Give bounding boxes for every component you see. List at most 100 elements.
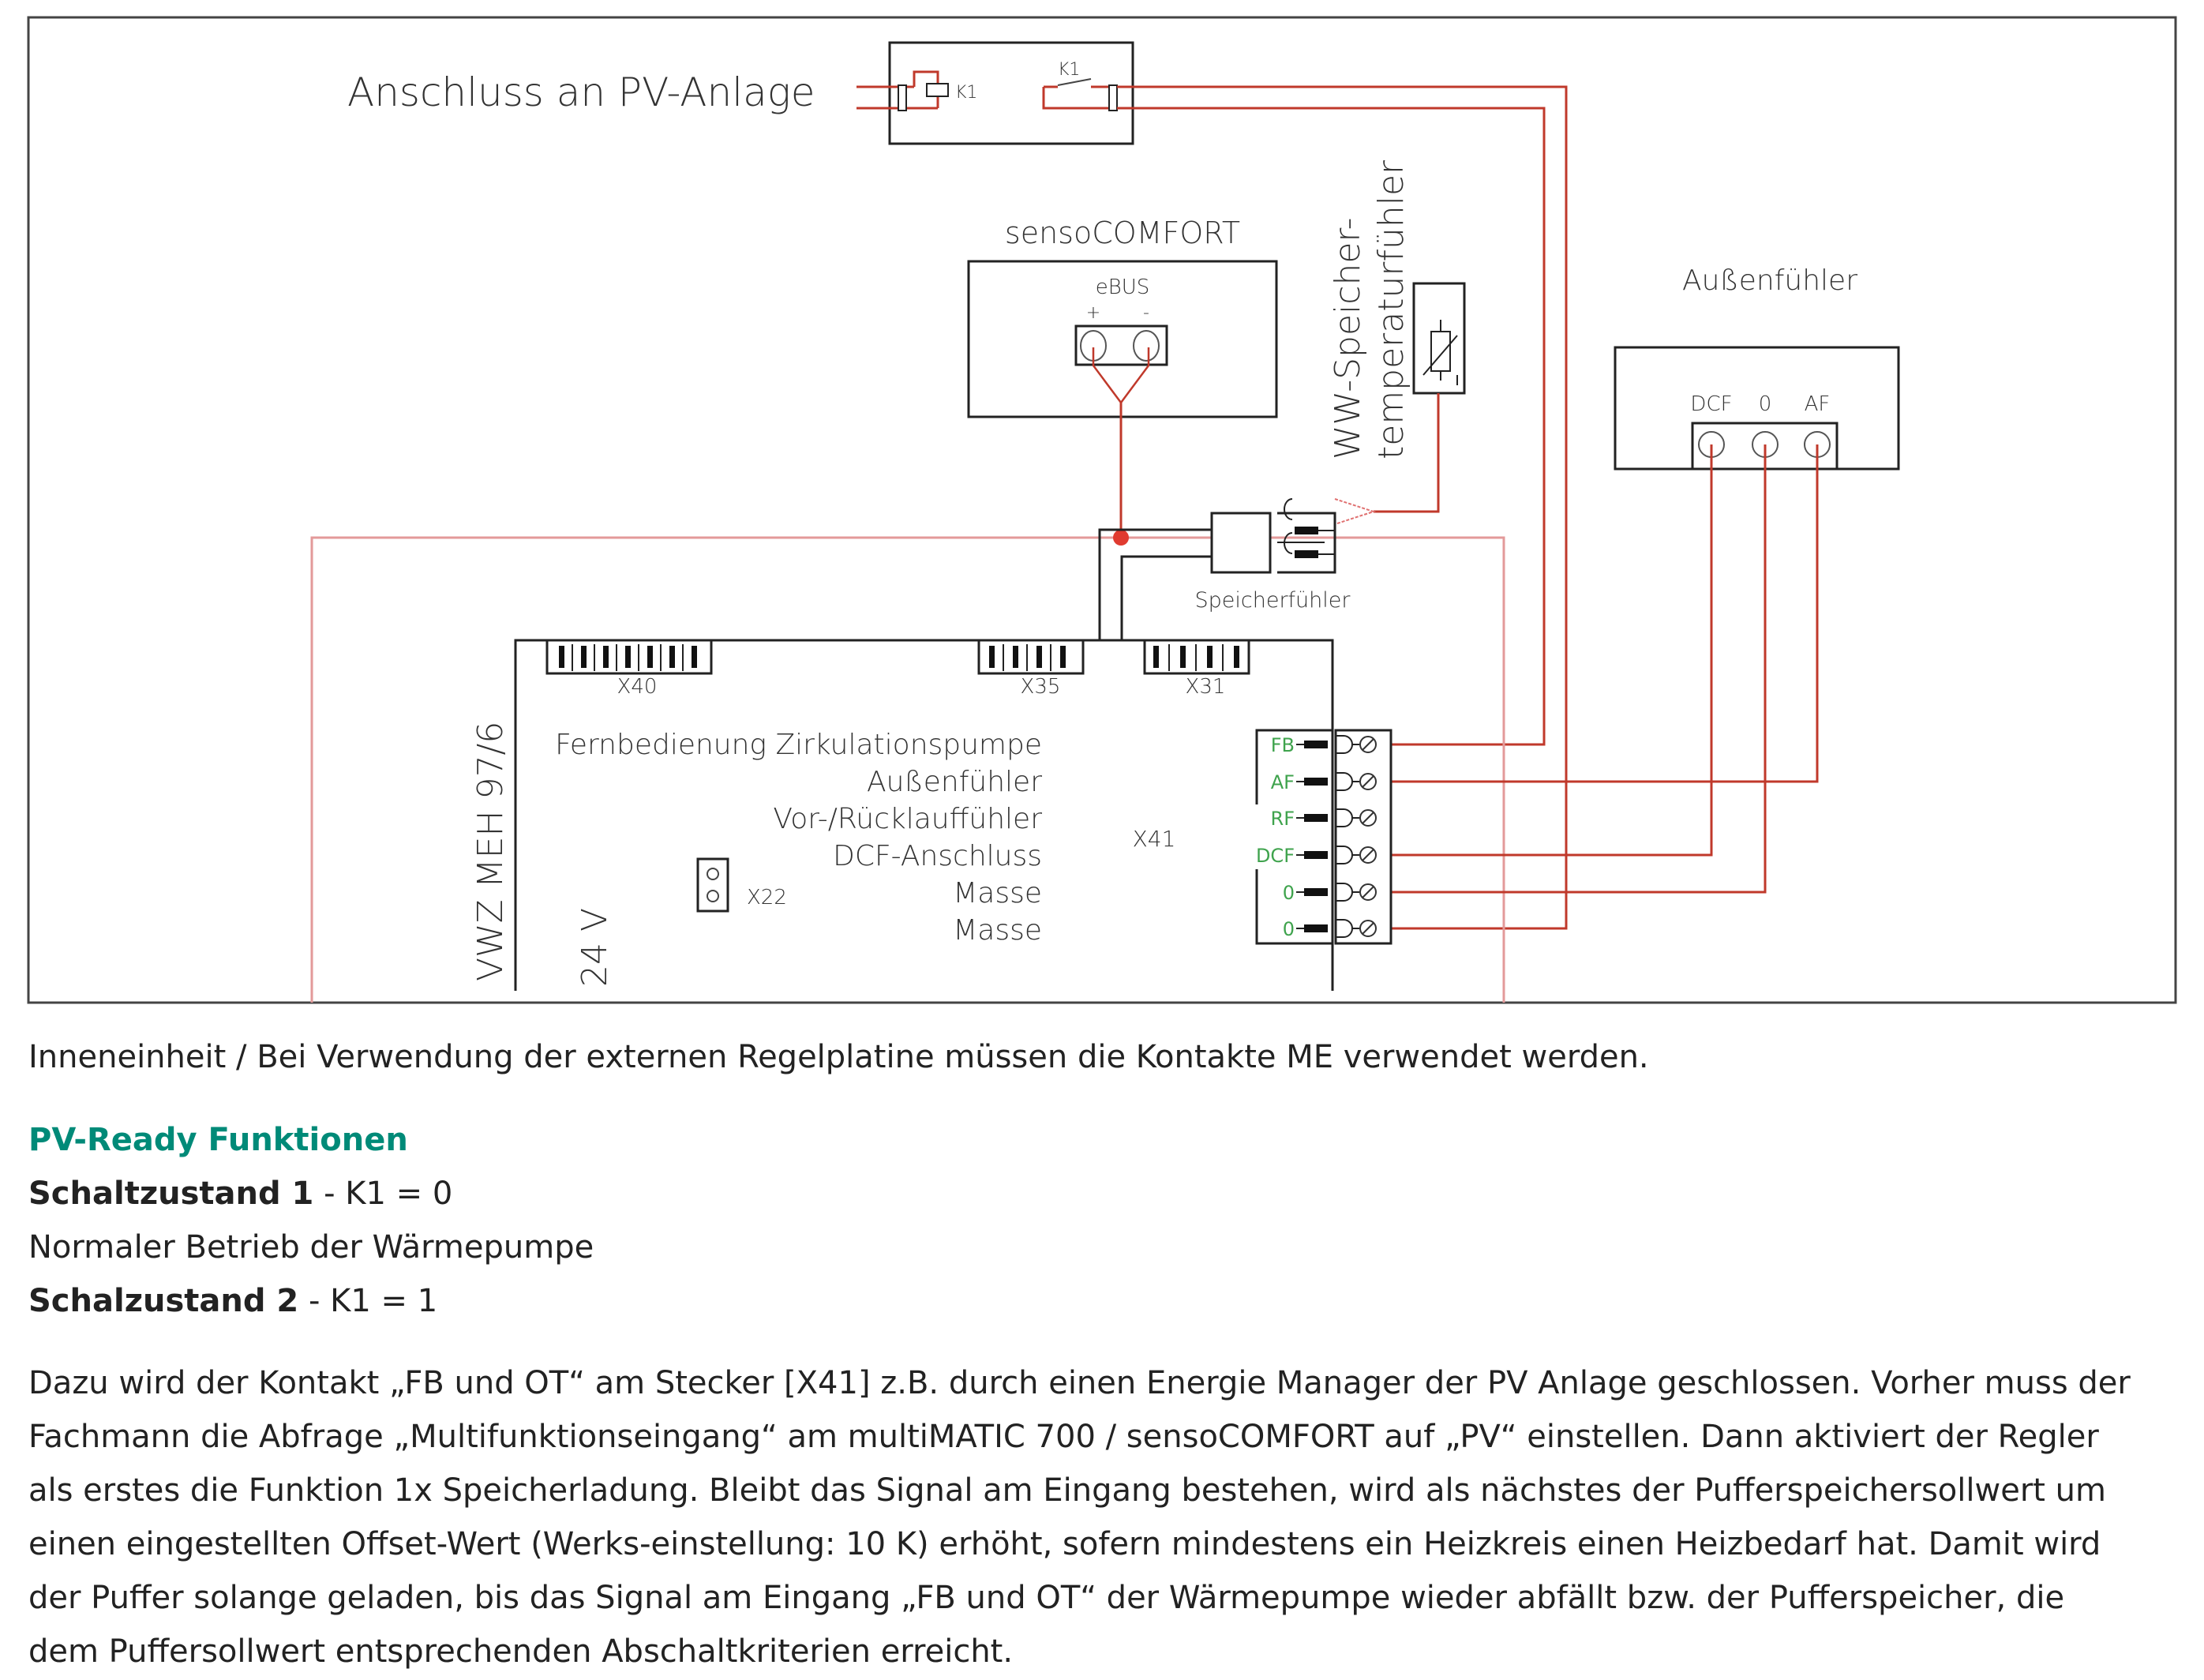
paragraph-line: einen eingestellten Offset-Wert (Werks-e… (28, 1526, 2101, 1562)
screw-icon (1359, 920, 1377, 937)
board-voltage-label: 24 V (575, 908, 615, 987)
control-board: X40 X35 X31 VWZ MEH 97/6 24 V Fernbedien… (470, 639, 1392, 991)
x41-terminal-af: AF (1271, 771, 1377, 793)
wiring-diagram: Anschluss an PV-Anlage K1 K1 sensoCOMFOR… (27, 16, 2177, 1004)
outdoor-terminal-label-af: AF (1805, 392, 1831, 416)
state-1-label: Schaltzustand 1 (28, 1176, 314, 1212)
switch-states: Schaltzustand 1 - K1 = 0 Normaler Betrie… (28, 1167, 2176, 1328)
paragraph-line: der Puffer solange geladen, bis das Sign… (28, 1580, 2065, 1616)
wire-fb (1117, 107, 1546, 746)
diagram-frame (27, 16, 2177, 1004)
thermistor-icon (1430, 331, 1451, 372)
wire-ground-1 (1391, 444, 1767, 894)
x41-terminal-fb: FB (1271, 734, 1377, 756)
section-heading: PV-Ready Funktionen (28, 1122, 408, 1158)
wire-storage-sensor-2 (1120, 555, 1212, 640)
junction-dot (1113, 530, 1129, 546)
outdoor-sensor: Außenfühler DCF 0 AF (1614, 264, 1900, 471)
outdoor-sensor-title: Außenfühler (1682, 264, 1857, 297)
function-label-ground-2: Masse (953, 914, 1042, 947)
connector-x35: X35 (977, 639, 1085, 699)
svg-text:X31: X31 (1186, 675, 1226, 699)
connector-pin (1207, 646, 1213, 668)
wire-storage-sensor-1 (1098, 528, 1212, 640)
connector-pin (1013, 646, 1018, 668)
x41-terminal-label: RF (1271, 808, 1295, 830)
screw-icon (1359, 846, 1377, 864)
screw-icon (1359, 809, 1377, 827)
connector-pin (1234, 646, 1239, 668)
ww-sensor-label-2: temperaturfühler (1371, 159, 1411, 459)
connector-pin (669, 646, 675, 668)
x41-terminal-dcf: DCF (1256, 845, 1377, 867)
x41-terminal-label: 0 (1283, 882, 1295, 904)
x41-terminal-label: DCF (1256, 845, 1295, 867)
connector-pin (1153, 646, 1159, 668)
function-label-ground-1: Masse (953, 877, 1042, 909)
screw-icon (1359, 883, 1377, 901)
screw-icon (1359, 773, 1377, 790)
connector-x22: X22 (696, 857, 787, 913)
state-2-value: - K1 = 1 (298, 1283, 438, 1319)
board-model-label: VWZ MEH 97/6 (470, 722, 511, 981)
connector-pin (989, 646, 995, 668)
wire-dcf (1391, 444, 1713, 857)
svg-text:X22: X22 (747, 886, 787, 909)
wire-ebus-bus (310, 536, 1505, 1003)
x41-terminal-label: FB (1271, 734, 1295, 756)
relay-contact-label: K1 (1058, 60, 1080, 80)
function-label-af: Außenfühler (867, 766, 1042, 798)
wire-ww-sensor (1374, 393, 1440, 513)
relay-switch-icon (1057, 78, 1092, 86)
paragraph-line: Dazu wird der Kontakt „FB und OT“ am Ste… (28, 1365, 2131, 1401)
paragraph-line: Fachmann die Abfrage „Multifunktionseing… (28, 1419, 2099, 1455)
figure-caption: Inneneinheit / Bei Verwendung der extern… (28, 1039, 1649, 1075)
function-label-fb: Fernbedienung Zirkulationspumpe (555, 729, 1042, 761)
x41-terminal-rf: RF (1271, 808, 1377, 830)
paragraph-line: als erstes die Funktion 1x Speicherladun… (28, 1472, 2106, 1509)
connector-pin (559, 646, 564, 668)
wire-af (1391, 444, 1819, 783)
x41-terminal-0: 0 (1283, 918, 1377, 940)
state-1: Schaltzustand 1 - K1 = 0 (28, 1167, 2176, 1221)
senso-comfort: sensoCOMFORT eBUS + - (967, 216, 1278, 418)
x41-terminal-0: 0 (1283, 882, 1377, 904)
connector-pin (581, 646, 587, 668)
ebus-minus: - (1143, 303, 1149, 323)
ww-storage-sensor: WW-Speicher- temperaturfühler (1328, 159, 1466, 459)
outdoor-terminal-label-dcf: DCF (1690, 392, 1732, 416)
relay-coil-label: K1 (955, 83, 977, 103)
connector-x31: X31 (1143, 639, 1250, 699)
relay-terminal-left (898, 84, 907, 111)
connector-pin (625, 646, 631, 668)
x41-terminal-label: AF (1271, 771, 1295, 793)
svg-text:X35: X35 (1021, 675, 1061, 699)
outdoor-terminal-label-0: 0 (1759, 392, 1772, 416)
connector-pin (1036, 646, 1042, 668)
ebus-label: eBUS (1096, 276, 1150, 299)
function-label-rf: Vor-/Rücklauffühler (773, 803, 1042, 835)
connector-pin (1180, 646, 1186, 668)
connector-x40: X40 (545, 639, 713, 699)
ww-sensor-label-1: WW-Speicher- (1328, 217, 1368, 459)
x41-terminal-label: 0 (1283, 918, 1295, 940)
state-1-value: - K1 = 0 (313, 1176, 453, 1212)
relay-terminal-right (1108, 84, 1118, 111)
connector-pin (1060, 646, 1066, 668)
terminal-block-x41: FB AF RF DCF 0 0 (1255, 729, 1392, 945)
state-1-description: Normaler Betrieb der Wärmepumpe (28, 1229, 594, 1266)
svg-text:X40: X40 (617, 675, 658, 699)
ebus-plus: + (1086, 303, 1100, 323)
wire-ground-2 (1117, 85, 1568, 930)
senso-comfort-title: sensoCOMFORT (1005, 216, 1240, 250)
screw-icon (1359, 736, 1377, 753)
connector-pin (647, 646, 653, 668)
storage-sensor-label: Speicherfühler (1194, 588, 1351, 613)
connector-x41-label: X41 (1133, 826, 1176, 852)
function-label-dcf: DCF-Anschluss (833, 840, 1042, 872)
description-paragraph: Dazu wird der Kontakt „FB und OT“ am Ste… (28, 1356, 2176, 1678)
paragraph-line: dem Puffersollwert entsprechenden Abscha… (28, 1633, 1014, 1670)
connector-pin (603, 646, 609, 668)
state-2: Schalzustand 2 - K1 = 1 (28, 1274, 2176, 1328)
relay-k1: K1 K1 (856, 41, 1134, 145)
